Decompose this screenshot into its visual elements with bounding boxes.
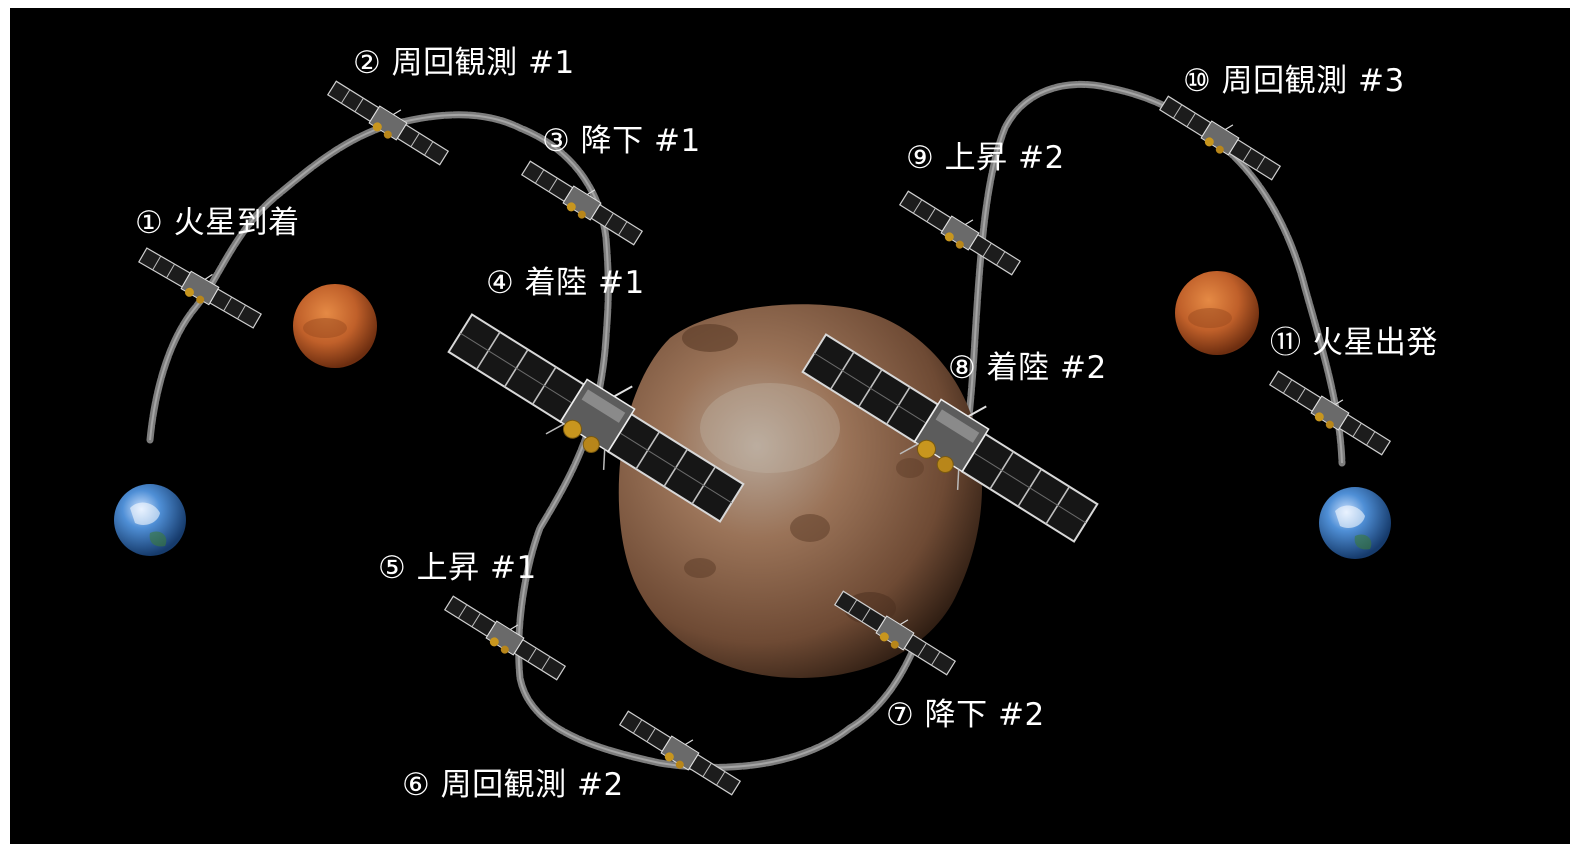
- label-step-8: ⑧ 着陸 #2: [948, 350, 1107, 386]
- label-step-4: ④ 着陸 #1: [486, 265, 645, 301]
- earth-right: [1319, 487, 1391, 559]
- label-step-5: ⑤ 上昇 #1: [378, 550, 537, 586]
- spacecraft-1: [135, 238, 267, 334]
- spacecraft-5: [441, 587, 572, 686]
- label-step-10: ⑩ 周回観測 #3: [1183, 63, 1405, 99]
- label-step-1: ① 火星到着: [135, 205, 300, 241]
- label-step-11: ⑪ 火星出発: [1270, 325, 1438, 361]
- mars-right: [1175, 271, 1259, 355]
- label-step-9: ⑨ 上昇 #2: [906, 140, 1065, 176]
- label-step-2: ② 周回観測 #1: [353, 45, 575, 81]
- diagram-graphics: [114, 72, 1397, 801]
- spacecraft-3: [518, 152, 649, 251]
- earth-left: [114, 484, 186, 556]
- spacecraft-10: [1156, 87, 1287, 186]
- spacecraft-9: [896, 182, 1027, 281]
- label-step-3: ③ 降下 #1: [542, 123, 701, 159]
- spacecraft-2: [324, 72, 455, 171]
- mission-sequence-diagram: ① 火星到着 ② 周回観測 #1 ③ 降下 #1 ④ 着陸 #1 ⑤ 上昇 #1…: [10, 8, 1570, 844]
- spacecraft-6: [616, 702, 747, 801]
- label-step-7: ⑦ 降下 #2: [886, 697, 1045, 733]
- mars-left: [293, 284, 377, 368]
- label-step-6: ⑥ 周回観測 #2: [402, 767, 624, 803]
